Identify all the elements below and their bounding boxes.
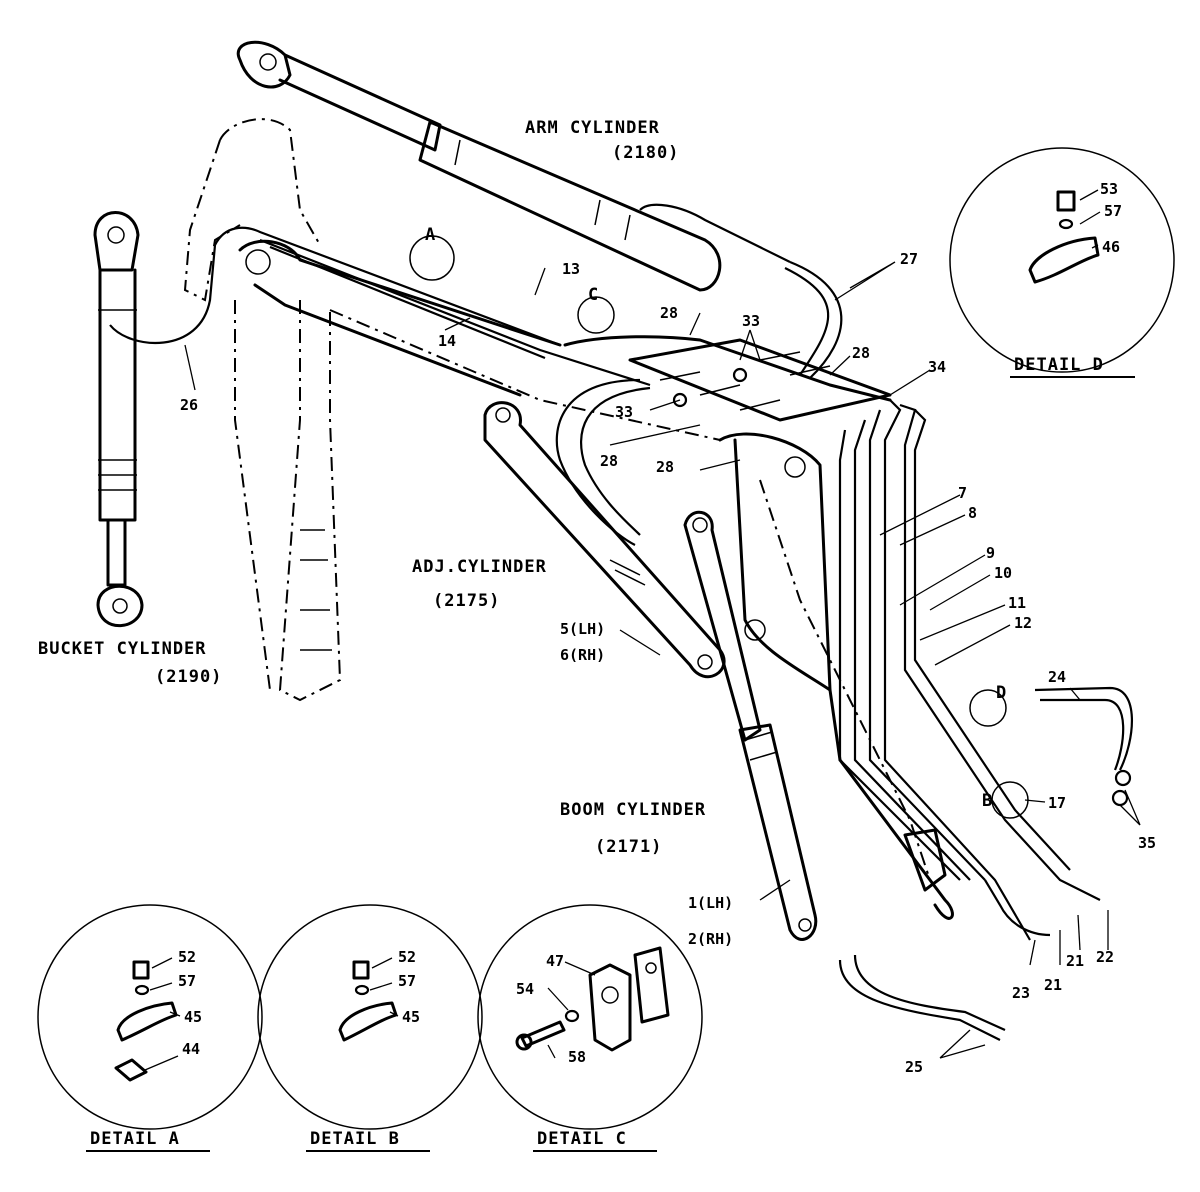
callout-6: 6(RH)	[560, 646, 605, 664]
callout-28-top: 28	[660, 304, 678, 322]
callout-23: 23	[1012, 984, 1030, 1002]
leader-lines	[184, 261, 1141, 1059]
detail-a: 52 57 45 44 DETAIL A	[37, 904, 263, 1152]
callout-21-left: 21	[1044, 976, 1062, 994]
detail-marker-b-circle	[991, 781, 1029, 819]
detail-c-title: DETAIL C	[537, 1129, 627, 1149]
detail-d-part-46: 46	[1102, 238, 1120, 256]
callout-25: 25	[905, 1058, 923, 1076]
callout-28-bottom: 28	[656, 458, 674, 476]
callout-28-right: 28	[852, 344, 870, 362]
callout-2: 2(RH)	[688, 930, 733, 948]
detail-a-title: DETAIL A	[90, 1129, 180, 1149]
detail-marker-c: C	[588, 285, 599, 305]
adj-cylinder-code: (2175)	[433, 591, 500, 611]
detail-a-part-45: 45	[184, 1008, 202, 1026]
callout-8: 8	[968, 504, 977, 522]
detail-a-part-57: 57	[178, 972, 196, 990]
callout-34: 34	[928, 358, 946, 376]
detail-marker-b: B	[982, 791, 993, 811]
fittings-35	[1111, 769, 1132, 807]
detail-marker-c-circle	[577, 296, 615, 334]
detail-d: 53 57 46 DETAIL D	[949, 147, 1175, 378]
callout-33-left: 33	[615, 403, 633, 421]
adj-cylinder-label: ADJ.CYLINDER	[412, 557, 547, 577]
detail-d-part-53: 53	[1100, 180, 1118, 198]
detail-marker-a: A	[425, 225, 436, 245]
bucket-cylinder	[93, 211, 144, 628]
arm-cylinder	[236, 40, 791, 292]
hose-lines	[109, 226, 1134, 1041]
detail-c-part-58: 58	[568, 1048, 586, 1066]
callout-12: 12	[1014, 614, 1032, 632]
detail-c: 47 54 58 DETAIL C	[477, 904, 703, 1152]
detail-marker-d-circle	[969, 689, 1007, 727]
detail-b-part-52: 52	[398, 948, 416, 966]
bucket-cylinder-label: BUCKET CYLINDER	[38, 639, 207, 659]
detail-b-part-45: 45	[402, 1008, 420, 1026]
boom	[329, 309, 954, 920]
detail-b: 52 57 45 DETAIL B	[257, 904, 483, 1152]
callout-11: 11	[1008, 594, 1026, 612]
arm	[183, 118, 562, 702]
callout-1: 1(LH)	[688, 894, 733, 912]
callout-13: 13	[562, 260, 580, 278]
detail-c-part-54: 54	[516, 980, 534, 998]
callout-21-right: 21	[1066, 952, 1084, 970]
boom-cylinder-code: (2171)	[595, 837, 662, 857]
detail-c-part-47: 47	[546, 952, 564, 970]
detail-a-part-52: 52	[178, 948, 196, 966]
callout-17: 17	[1048, 794, 1066, 812]
callout-14: 14	[438, 332, 456, 350]
detail-b-part-57: 57	[398, 972, 416, 990]
callout-7: 7	[958, 484, 967, 502]
arm-cylinder-code: (2180)	[612, 143, 679, 163]
callout-9: 9	[986, 544, 995, 562]
detail-d-part-57: 57	[1104, 202, 1122, 220]
callout-35: 35	[1138, 834, 1156, 852]
detail-marker-a-circle	[409, 235, 455, 281]
bucket-cylinder-code: (2190)	[155, 667, 222, 687]
callout-33-top: 33	[742, 312, 760, 330]
callout-27: 27	[900, 250, 918, 268]
detail-b-title: DETAIL B	[310, 1129, 400, 1149]
detail-d-title: DETAIL D	[1014, 355, 1104, 375]
arm-cylinder-label: ARM CYLINDER	[525, 118, 660, 138]
callout-22: 22	[1096, 948, 1114, 966]
boom-cylinder	[683, 510, 818, 941]
callout-24: 24	[1048, 668, 1066, 686]
callout-10: 10	[994, 564, 1012, 582]
callout-26: 26	[180, 396, 198, 414]
boom-cylinder-label: BOOM CYLINDER	[560, 800, 706, 820]
manifold-block	[628, 338, 892, 422]
detail-a-part-44: 44	[182, 1040, 200, 1058]
detail-marker-d: D	[996, 683, 1007, 703]
callout-28-bottom-left: 28	[600, 452, 618, 470]
detail-markers: A C D B	[409, 225, 1029, 819]
callout-5: 5(LH)	[560, 620, 605, 638]
